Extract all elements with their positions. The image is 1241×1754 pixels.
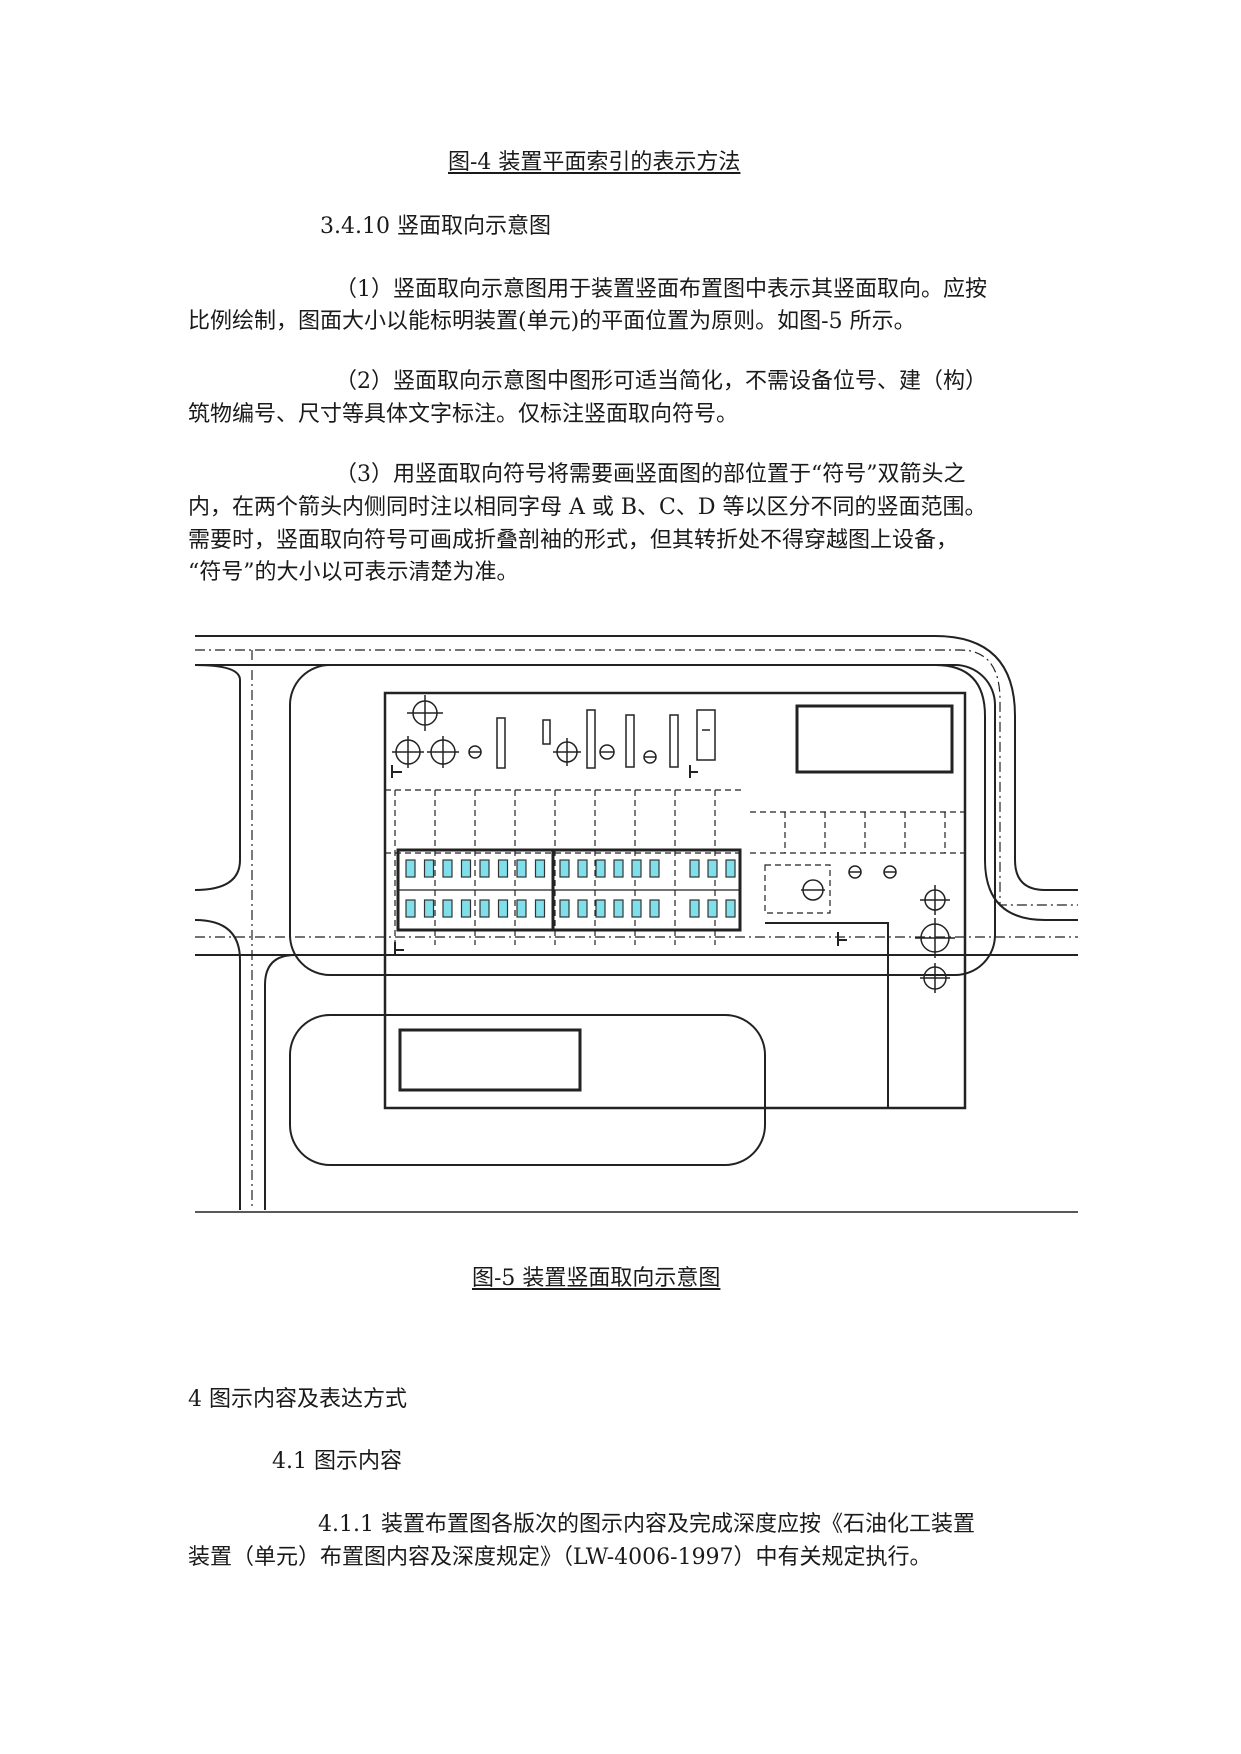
figure-5-site-plan bbox=[194, 635, 1078, 1213]
exchanger-cell bbox=[631, 859, 642, 878]
elevation-markers bbox=[391, 765, 847, 955]
para2-line1: （2）竖面取向示意图中图形可适当简化，不需设备位号、建（构） bbox=[335, 369, 987, 394]
exchanger-cell bbox=[497, 859, 509, 878]
exchanger-cell bbox=[460, 899, 472, 918]
exchanger-cell bbox=[479, 859, 490, 878]
internal-road bbox=[765, 922, 889, 1108]
exchanger-cell bbox=[497, 899, 509, 918]
para3-line3: 需要时，竖面取向符号可画成折叠剖袖的形式，但其转折处不得穿越图上设备， bbox=[188, 528, 959, 553]
exchanger-cell bbox=[423, 899, 435, 918]
exchanger-cell bbox=[559, 899, 570, 918]
exchanger-cell bbox=[595, 899, 606, 918]
para1-line2: 比例绘制，图面大小以能标明装置(单元)的平面位置为原则。如图-5 所示。 bbox=[188, 309, 916, 334]
exchanger-cell bbox=[405, 899, 416, 918]
column-4 bbox=[625, 714, 635, 768]
building-bottom bbox=[398, 1028, 582, 1092]
exchanger-box bbox=[696, 709, 716, 761]
exchanger-cell bbox=[577, 859, 588, 878]
exchanger-cell bbox=[649, 899, 660, 918]
para-4-1-1-line1: 4.1.1 装置布置图各版次的图示内容及完成深度应按《石油化工装置 bbox=[318, 1512, 975, 1537]
pipe-rack-frame bbox=[385, 789, 965, 945]
para3-line2: 内，在两个箭头内侧同时注以相同字母 A 或 B、C、D 等以区分不同的竖面范围。 bbox=[188, 495, 987, 520]
para2-line2: 筑物编号、尺寸等具体文字标注。仅标注竖面取向符号。 bbox=[188, 402, 739, 427]
exchanger-cell bbox=[479, 899, 490, 918]
exchanger-cell bbox=[442, 899, 453, 918]
road-center-lines bbox=[195, 649, 1078, 1210]
exchanger-cell bbox=[649, 859, 660, 878]
exchanger-cells bbox=[405, 859, 736, 918]
exchanger-cell bbox=[534, 859, 546, 878]
exchanger-cell bbox=[577, 899, 588, 918]
exchanger-cell bbox=[613, 859, 624, 878]
exchanger-cell bbox=[725, 859, 736, 878]
exchanger-cell bbox=[631, 899, 642, 918]
exchanger-cell bbox=[595, 859, 606, 878]
column-5 bbox=[669, 714, 679, 768]
section-4-1-heading: 4.1 图示内容 bbox=[272, 1449, 402, 1474]
exchanger-cell bbox=[613, 899, 624, 918]
column-1 bbox=[496, 717, 506, 769]
column-2 bbox=[542, 719, 551, 745]
exchanger-cell bbox=[725, 899, 736, 918]
para1-line1: （1）竖面取向示意图用于装置竖面布置图中表示其竖面取向。应按 bbox=[335, 277, 987, 302]
road-lines bbox=[194, 635, 1078, 1213]
exchanger-cell bbox=[559, 859, 570, 878]
exchanger-cell bbox=[442, 859, 453, 878]
exchanger-cell bbox=[707, 899, 718, 918]
unit-boundary bbox=[383, 691, 967, 1110]
para-4-1-1-line2: 装置（单元）布置图内容及深度规定》（LW-4006-1997）中有关规定执行。 bbox=[188, 1545, 932, 1570]
unit-block-lower bbox=[289, 1014, 766, 1166]
figure-4-caption: 图-4 装置平面索引的表示方法 bbox=[448, 150, 741, 175]
section-4-heading: 4 图示内容及表达方式 bbox=[188, 1387, 407, 1412]
section-3-4-10-heading: 3.4.10 竖面取向示意图 bbox=[320, 214, 551, 239]
exchanger-cell bbox=[423, 859, 435, 878]
top-equipment bbox=[392, 695, 716, 769]
building-top-right bbox=[795, 704, 954, 774]
figure-5-caption: 图-5 装置竖面取向示意图 bbox=[472, 1266, 721, 1291]
exchanger-cell bbox=[516, 899, 527, 918]
right-equipment bbox=[801, 865, 955, 993]
column-3 bbox=[586, 709, 596, 769]
exchanger-cell bbox=[460, 859, 472, 878]
exchanger-cell bbox=[405, 859, 416, 878]
exchanger-cell bbox=[689, 899, 700, 918]
exchanger-cell bbox=[534, 899, 546, 918]
exchanger-cell bbox=[516, 859, 527, 878]
exchanger-cell bbox=[689, 859, 700, 878]
para3-line1: （3）用竖面取向符号将需要画竖面图的部位置于“符号”双箭头之 bbox=[335, 462, 966, 487]
unit-block-upper bbox=[289, 664, 996, 976]
para3-line4: “符号”的大小以可表示清楚为准。 bbox=[188, 560, 519, 585]
exchanger-cell bbox=[707, 859, 718, 878]
